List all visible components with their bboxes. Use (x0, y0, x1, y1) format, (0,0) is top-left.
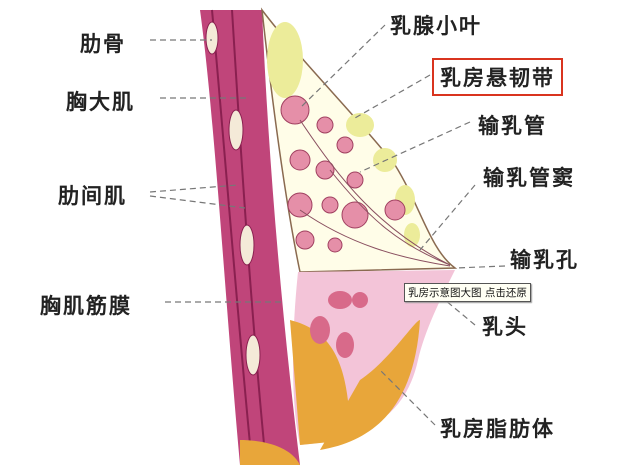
label-nipple-pore: 输乳孔 (510, 248, 579, 272)
label-lobules: 乳腺小叶 (390, 14, 482, 38)
rib-icons (205, 21, 261, 376)
label-lactiferous-duct: 输乳管 (478, 114, 547, 138)
label-lactiferous-sinus: 输乳管窦 (483, 166, 575, 190)
label-pectoral-fascia: 胸肌筋膜 (40, 294, 132, 318)
lobules (280, 95, 406, 253)
image-tooltip: 乳房示意图大图 点击还原 (404, 283, 531, 302)
label-fat-body: 乳房脂肪体 (440, 417, 555, 441)
leader-lines (149, 24, 506, 426)
label-suspensory-ligament: 乳房悬韧带 (432, 58, 563, 96)
label-intercostal-muscle: 肋间肌 (58, 184, 127, 208)
label-rib: 肋骨 (80, 32, 126, 56)
label-pectoralis-major: 胸大肌 (66, 90, 135, 114)
label-nipple: 乳头 (482, 315, 528, 339)
